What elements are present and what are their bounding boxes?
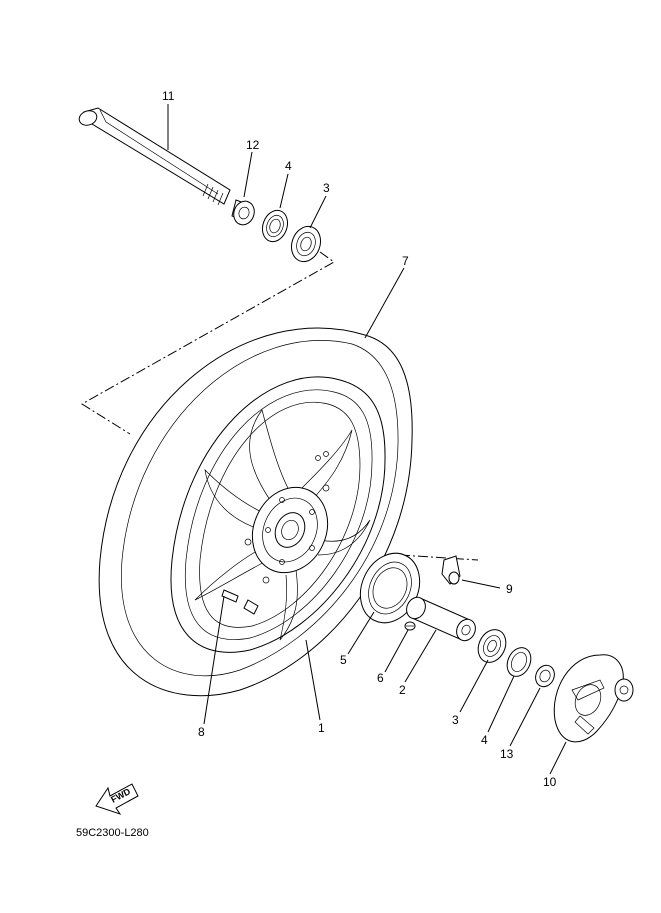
oil-seal-right[interactable] xyxy=(503,644,536,680)
callout-9: 9 xyxy=(506,582,513,596)
leader-lines xyxy=(167,104,567,775)
callout-2: 2 xyxy=(399,683,406,697)
callout-4-bottom: 4 xyxy=(481,733,488,747)
callout-3-bottom: 3 xyxy=(452,713,459,727)
hub-cover[interactable] xyxy=(553,654,634,743)
callout-8: 8 xyxy=(198,725,205,739)
diagram-code: 59C2300-L280 xyxy=(76,827,149,839)
front-wheel[interactable] xyxy=(98,327,413,697)
callout-10: 10 xyxy=(543,775,557,789)
bearing-right[interactable] xyxy=(473,625,511,667)
callout-12: 12 xyxy=(246,138,260,152)
callout-3-top: 3 xyxy=(323,181,330,195)
tire-valve[interactable] xyxy=(221,589,259,615)
speedometer-gear[interactable] xyxy=(349,544,430,633)
callout-11: 11 xyxy=(162,89,175,103)
callout-7: 7 xyxy=(402,254,409,268)
callout-4-top: 4 xyxy=(285,159,292,173)
assembly-line xyxy=(81,251,335,435)
screw[interactable] xyxy=(404,621,416,631)
assembly-line-right xyxy=(399,554,479,561)
callout-1: 1 xyxy=(318,721,325,735)
callout-6: 6 xyxy=(377,671,384,685)
front-axle[interactable] xyxy=(77,107,231,206)
spacer[interactable] xyxy=(403,594,479,644)
sensor-housing[interactable] xyxy=(441,555,461,585)
collar-left[interactable] xyxy=(230,198,257,227)
fwd-arrow: FWD xyxy=(95,783,139,815)
collar-right[interactable] xyxy=(532,662,558,690)
bearing-left[interactable] xyxy=(287,222,326,265)
callout-13: 13 xyxy=(500,747,514,761)
callout-5: 5 xyxy=(340,653,347,667)
oil-seal-left[interactable] xyxy=(258,207,291,245)
